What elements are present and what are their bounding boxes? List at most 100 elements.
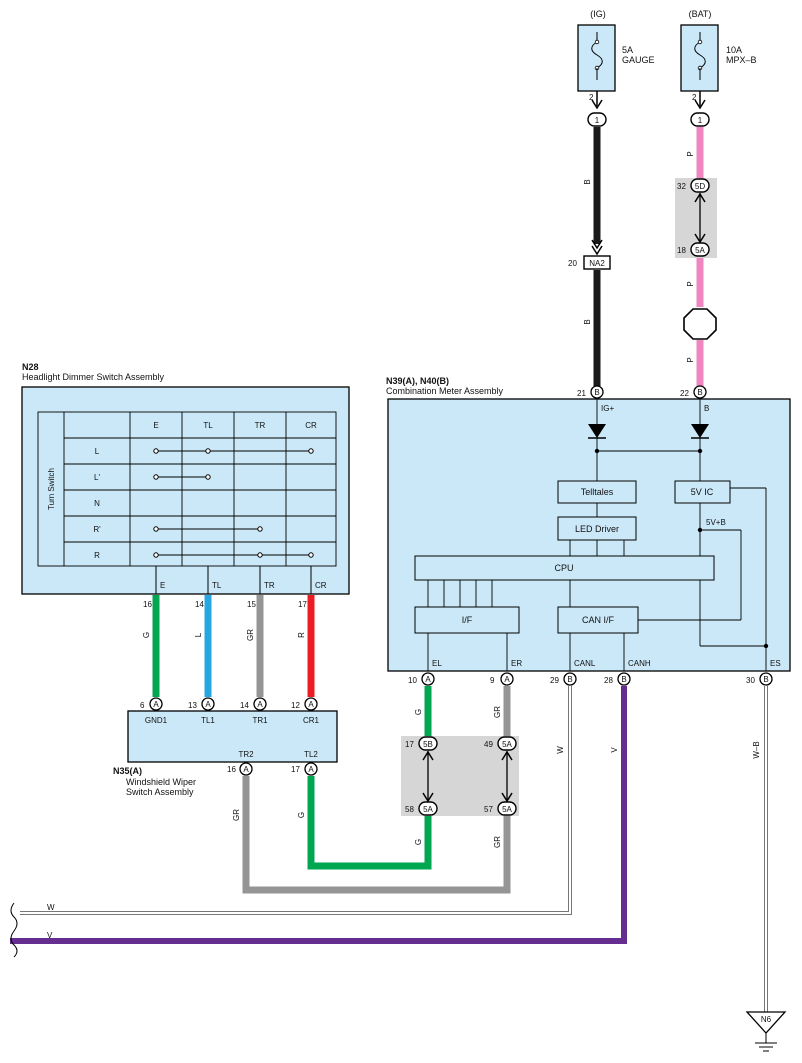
meter-top-connectors: 21 B 22 B: [577, 385, 707, 399]
svg-text:57: 57: [484, 805, 493, 814]
meter-term-canl: CANL: [574, 659, 596, 668]
meter-diode-b: [691, 424, 709, 439]
n28-term-tr: TR: [264, 581, 275, 590]
n35-term-cr1: CR1: [303, 716, 320, 725]
svg-text:58: 58: [405, 805, 414, 814]
wire-bat-upper-color: P: [686, 151, 695, 156]
octagon-connector: [683, 308, 717, 340]
meter-term-er: ER: [511, 659, 522, 668]
meter-if-block: I/F: [414, 606, 520, 634]
svg-text:NA2: NA2: [589, 259, 605, 268]
meter-led-driver-block: LED Driver: [557, 516, 637, 541]
svg-text:A: A: [425, 675, 431, 684]
svg-text:14: 14: [240, 701, 249, 710]
junction-5b: 17 5B: [405, 736, 438, 751]
wire-n28-e-color: G: [142, 632, 151, 638]
meter-name: Combination Meter Assembly: [386, 386, 504, 396]
meter-can-if-block: CAN I/F: [557, 606, 639, 634]
svg-text:B: B: [763, 675, 768, 684]
svg-text:A: A: [243, 765, 249, 774]
svg-text:5A: 5A: [695, 246, 705, 255]
n35-term-tl1: TL1: [201, 716, 215, 725]
wire-canh-color: V: [610, 747, 619, 753]
n28-row-r-prime: R': [93, 525, 101, 534]
meter-5v-b-label: 5V+B: [706, 518, 726, 527]
meter-term-el: EL: [432, 659, 442, 668]
n28-term-e: E: [160, 581, 165, 590]
fuse-gauge-rating: 5A: [622, 45, 633, 55]
connector-na2: 20 NA2: [568, 255, 611, 270]
svg-text:A: A: [308, 765, 314, 774]
svg-text:32: 32: [677, 182, 686, 191]
n35-term-tr1: TR1: [252, 716, 268, 725]
meter-internal-wiring: [427, 398, 767, 671]
n28-pin-tr: 15: [247, 600, 256, 609]
wire-n28-tl-color: L: [194, 632, 203, 637]
connector-ig-1: 1: [587, 112, 607, 127]
svg-text:17: 17: [405, 740, 414, 749]
n28-pin-cr: 17: [298, 600, 307, 609]
n28-id: N28: [22, 362, 39, 372]
junction-5a-el-bot: 58 5A: [405, 801, 438, 816]
fuse-gauge-name: GAUGE: [622, 55, 655, 65]
svg-text:CPU: CPU: [554, 563, 573, 573]
svg-text:1: 1: [595, 116, 600, 125]
n28-name: Headlight Dimmer Switch Assembly: [22, 372, 165, 382]
wire-bat-lower-color: P: [686, 357, 695, 362]
n28-turn-switch-label: Turn Switch: [47, 468, 56, 510]
n28-continuity: [153, 448, 314, 558]
svg-text:5A: 5A: [502, 805, 512, 814]
svg-text:12: 12: [291, 701, 300, 710]
meter-term-ig: IG+: [601, 404, 614, 413]
meter-cpu-block: CPU: [414, 555, 715, 581]
svg-text:A: A: [308, 700, 314, 709]
svg-text:5D: 5D: [695, 182, 705, 191]
svg-text:20: 20: [568, 259, 577, 268]
wire-er-upper-color: GR: [493, 706, 502, 718]
n28-pin-tl: 14: [195, 600, 204, 609]
wire-tr2: [242, 776, 511, 894]
connector-bat-1: 1: [690, 112, 710, 127]
n28-row-l-prime: L': [94, 473, 100, 482]
svg-text:21: 21: [577, 389, 586, 398]
wire-break-mark: [10, 902, 18, 958]
svg-text:I/F: I/F: [462, 615, 473, 625]
n28-row-r: R: [94, 551, 100, 560]
svg-text:5A: 5A: [423, 805, 433, 814]
svg-text:17: 17: [291, 765, 300, 774]
n35-box: [127, 710, 338, 763]
wire-n28-cr-color: R: [297, 632, 306, 638]
n28-pin-e: 16: [143, 600, 152, 609]
ground-n6-label: N6: [761, 1015, 772, 1024]
svg-text:A: A: [153, 700, 159, 709]
junction-5a-er-bot: 57 5A: [484, 801, 517, 816]
junction-connector-el-er-bg: [401, 736, 519, 816]
svg-text:A: A: [205, 700, 211, 709]
svg-text:B: B: [621, 675, 626, 684]
svg-text:49: 49: [484, 740, 493, 749]
wire-canl-color: W: [556, 746, 565, 754]
svg-text:9: 9: [490, 676, 495, 685]
junction-5a-bat: 18 5A: [677, 242, 710, 257]
svg-text:13: 13: [188, 701, 197, 710]
fuse-gauge-pin: 2: [589, 93, 594, 102]
fuse-mpx-b: (BAT) 10A MPX–B 2: [680, 9, 757, 102]
meter-term-canh: CANH: [628, 659, 651, 668]
svg-text:22: 22: [680, 389, 689, 398]
svg-text:10: 10: [408, 676, 417, 685]
ground-n6: N6: [745, 1011, 787, 1052]
n28-row-l: L: [95, 447, 100, 456]
wire-tr2-color: GR: [232, 809, 241, 821]
svg-text:A: A: [504, 675, 510, 684]
wire-ig-upper-color: B: [583, 179, 592, 184]
junction-5a-er-top: 49 5A: [484, 736, 517, 751]
svg-text:B: B: [594, 388, 599, 397]
fuse-mpx-b-supply: (BAT): [689, 9, 712, 19]
n35-term-gnd1: GND1: [145, 716, 168, 725]
meter-term-es: ES: [770, 659, 781, 668]
wire-es-color: W–B: [752, 741, 761, 758]
svg-text:A: A: [257, 700, 263, 709]
fuse-mpx-b-pin: 2: [692, 93, 697, 102]
wire-bat-mid-color: P: [686, 281, 695, 286]
n35-bottom-connectors: 16 A 17 A: [227, 762, 318, 776]
